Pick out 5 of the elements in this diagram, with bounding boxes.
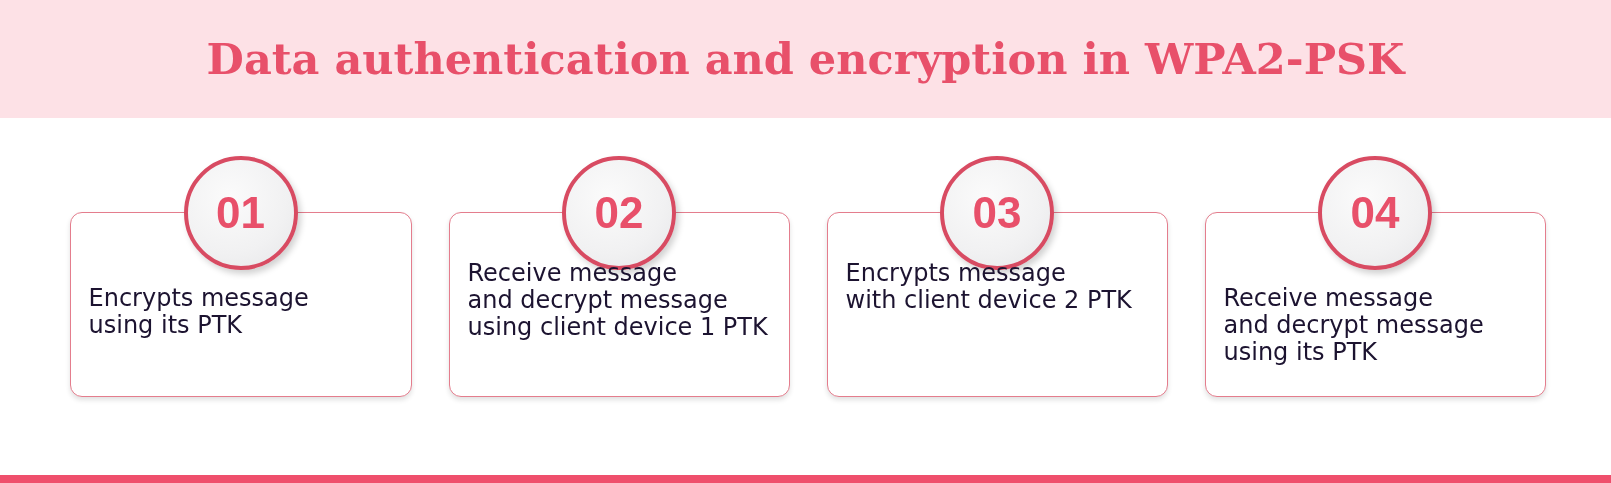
step-description: Receive message and decrypt message using its PTK — [1223, 284, 1484, 366]
step-number: 01 — [183, 155, 298, 270]
step-description: Encrypts message using its PTK — [88, 284, 309, 339]
step-number: 04 — [1318, 155, 1432, 270]
diagram-title: Data authentication and encryption in WPA2-PSK — [206, 33, 1405, 85]
